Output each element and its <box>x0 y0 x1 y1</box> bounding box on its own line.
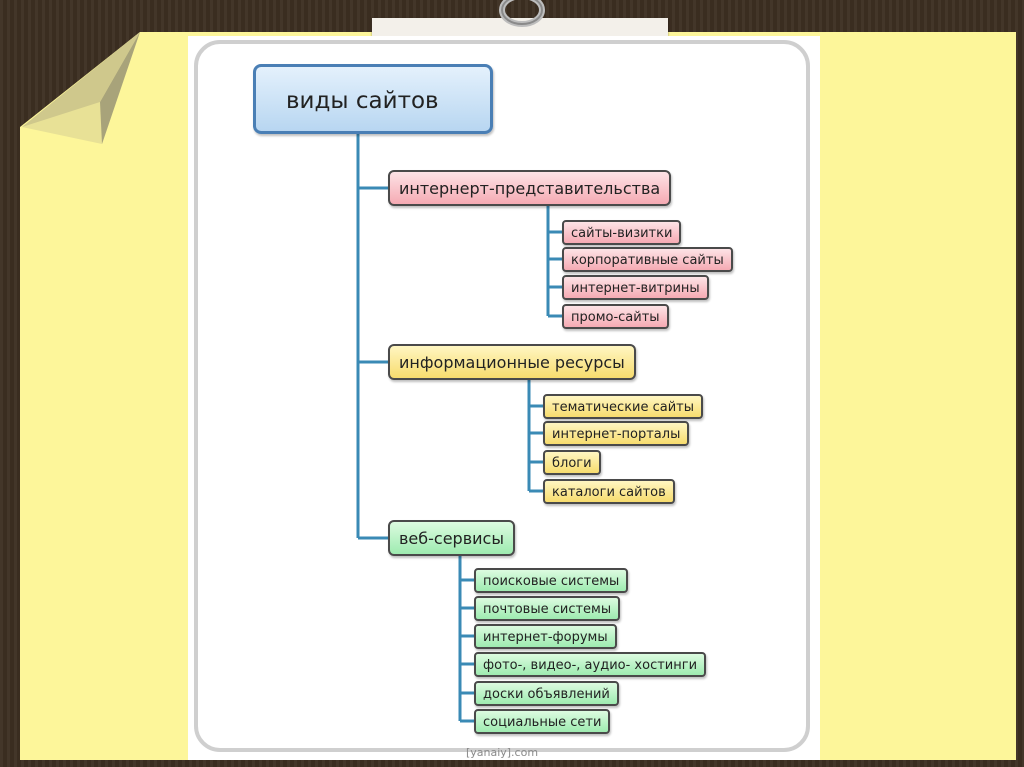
group-node-web-services: веб-сервисы <box>388 520 515 556</box>
item-node: сайты-визитки <box>562 220 682 245</box>
group-node-representations: интернерт-представительства <box>388 170 672 206</box>
clip-bar <box>372 18 668 36</box>
slide: виды сайтов интернерт-представительства … <box>188 36 820 760</box>
item-node: интернет-порталы <box>543 421 690 446</box>
item-node: корпоративные сайты <box>562 247 733 272</box>
root-node: виды сайтов <box>253 64 493 134</box>
item-node: промо-сайты <box>562 304 669 329</box>
group-node-info-resources: информационные ресурсы <box>388 344 636 380</box>
item-node: фото-, видео-, аудио- хостинги <box>474 652 707 677</box>
item-node: почтовые системы <box>474 596 621 621</box>
item-node: интернет-витрины <box>562 275 709 300</box>
watermark: [yanaiy].com <box>465 746 539 759</box>
item-node: поисковые системы <box>474 568 629 593</box>
item-node: тематические сайты <box>543 394 704 419</box>
item-node: доски объявлений <box>474 681 619 706</box>
item-node: социальные сети <box>474 709 611 734</box>
connector-lines <box>356 134 562 723</box>
paper-clip-icon <box>499 0 545 27</box>
page-curl <box>22 32 140 144</box>
diagram-frame: виды сайтов интернерт-представительства … <box>194 40 810 759</box>
item-node: блоги <box>543 450 601 475</box>
item-node: интернет-форумы <box>474 624 617 649</box>
item-node: каталоги сайтов <box>543 479 675 504</box>
